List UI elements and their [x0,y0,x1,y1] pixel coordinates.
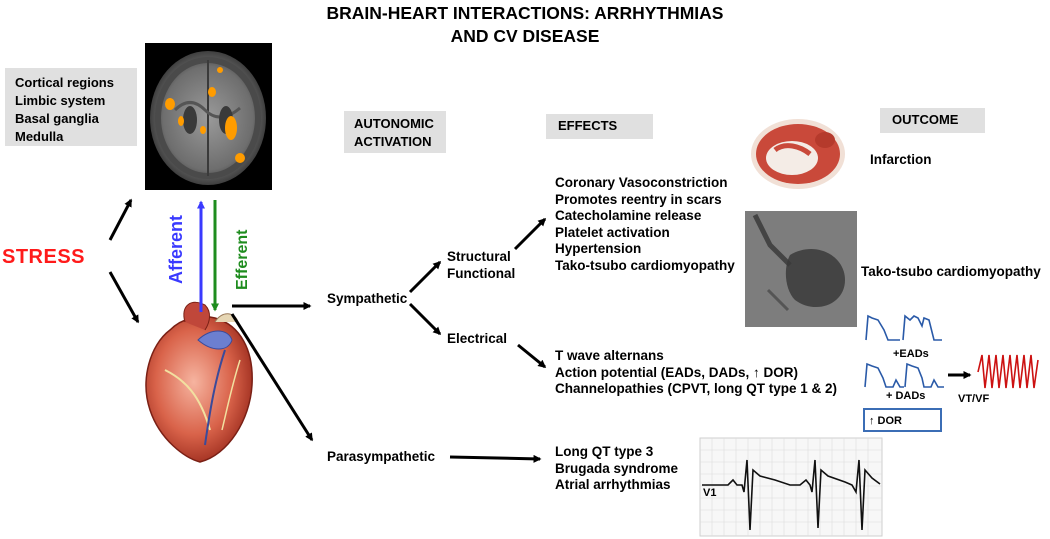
list-item: T wave alternans [555,348,664,363]
effects-header: EFFECTS [546,114,653,139]
infarction-label: Infarction [870,152,932,167]
ap-trace-dads-2 [904,362,944,388]
autonomic-activation-header: AUTONOMIC ACTIVATION [344,111,446,153]
list-item: Catecholamine release [555,208,702,223]
sympathetic-to-electrical-arrow [408,302,442,336]
takotsubo-outcome-label: Tako-tsubo cardiomyopathy [861,264,1041,279]
list-item: Hypertension [555,241,642,256]
structural-effects-list: Coronary Vasoconstriction Promotes reent… [555,175,735,274]
stress-to-heart-arrow [108,271,140,324]
dor-label: ↑ DOR [869,415,902,427]
action-potential-traces [864,314,944,388]
structural-functional-label: Structural Functional [447,249,515,282]
list-item: Platelet activation [555,224,670,240]
vtvf-label: VT/VF [958,393,990,405]
brain-region-basal-ganglia: Basal ganglia [15,111,99,126]
electrical-label: Electrical [447,331,508,346]
ap-trace-dads-1 [864,362,904,388]
page-title: BRAIN-HEART INTERACTIONS: ARRHYTHMIAS AN… [0,2,1050,48]
brain-region-cortical: Cortical regions [15,75,114,90]
heart-illustration [145,301,253,463]
electrical-effects-list: T wave alternans Action potential (EADs,… [555,348,837,398]
functional-line: Functional [447,265,516,281]
list-item: Brugada syndrome [555,460,679,476]
outcome-label: OUTCOME [892,112,959,127]
heart-to-parasympathetic-arrow [230,313,314,442]
list-item: Tako-tsubo cardiomyopathy [555,257,735,273]
brain-region-medulla: Medulla [15,129,64,144]
brain-mri-image [145,43,272,190]
parasympathetic-label: Parasympathetic [327,449,436,464]
effects-label: EFFECTS [558,118,618,133]
title-line-2: AND CV DISEASE [450,26,600,46]
structural-line: Structural [447,249,511,264]
structural-to-effects-arrow [513,217,547,251]
eads-label: +EADs [893,348,929,360]
ap-trace-eads [902,314,942,341]
vtvf-waveform [977,354,1039,389]
stress-label: STRESS [2,246,86,268]
list-item: Promotes reentry in scars [555,191,722,207]
electrical-to-effects-arrow [517,343,547,369]
stress-to-brain-arrow [108,198,133,241]
list-item: Coronary Vasoconstriction [555,175,728,190]
brain-region-limbic: Limbic system [15,93,106,108]
dads-label: + DADs [886,390,926,402]
list-item: Atrial arrhythmias [555,477,671,492]
ecg-strip-v1-image [699,437,883,537]
dor-box: ↑ DOR [863,408,942,432]
title-line-1: BRAIN-HEART INTERACTIONS: ARRHYTHMIAS [326,3,724,23]
sympathetic-label: Sympathetic [327,291,408,306]
sympathetic-to-structural-arrow [408,260,442,294]
parasympathetic-to-effects-arrow [449,454,542,463]
outcome-header: OUTCOME [880,108,985,133]
list-item: Channelopathies (CPVT, long QT type 1 & … [555,381,838,396]
ecg-lead-label: V1 [703,487,716,499]
ap-trace-normal [865,314,900,341]
infarction-heart-slice-image [751,119,845,189]
list-item: Long QT type 3 [555,444,654,459]
autonomic-line-1: AUTONOMIC [354,116,434,131]
takotsubo-angiogram-image [745,211,857,327]
parasympathetic-effects-list: Long QT type 3 Brugada syndrome Atrial a… [555,444,678,494]
brain-regions-box: Cortical regions Limbic system Basal gan… [5,68,137,146]
list-item: Action potential (EADs, DADs, ↑ DOR) [555,364,799,380]
autonomic-line-2: ACTIVATION [354,134,432,149]
